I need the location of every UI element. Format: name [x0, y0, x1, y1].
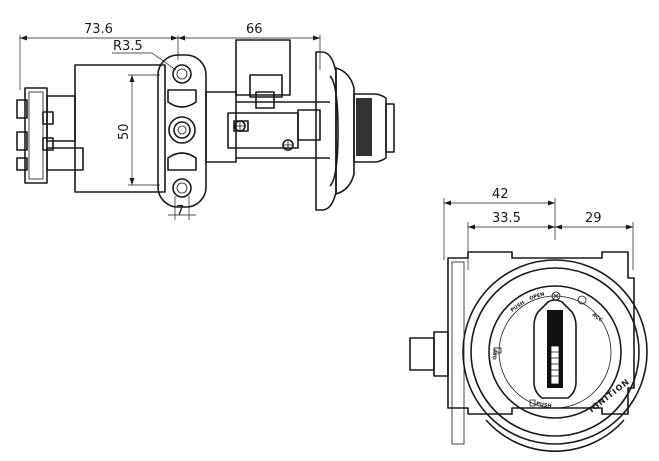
dial-label-off: OFF: [492, 348, 500, 360]
side-bezel: [315, 51, 355, 211]
switch-body: [74, 64, 166, 193]
side-view: 73.6 66 R3.5 50: [16, 22, 395, 220]
dim-label-29: 29: [585, 211, 602, 226]
connector-left: [16, 87, 84, 184]
ring-icon: [577, 295, 587, 305]
dial-label-ignition: IGNITION: [587, 377, 631, 414]
dial-label-open: OPEN: [529, 291, 546, 302]
dial-label-push-bottom: PUSH: [536, 401, 552, 410]
front-bezel-outer: [462, 259, 648, 445]
battery-icon: [493, 347, 502, 354]
front-dial-ring: [488, 285, 622, 419]
dim-label-73-6: 73.6: [84, 22, 113, 37]
dim-label-66: 66: [246, 22, 263, 37]
dial-label-acc: ACC: [591, 312, 604, 324]
side-knob: [353, 93, 395, 163]
dim-label-33-5: 33.5: [492, 211, 521, 226]
dim-label-r3-5: R3.5: [113, 39, 143, 54]
dim-label-50: 50: [117, 123, 132, 140]
dim-front-overall: [443, 198, 556, 260]
front-mount-plate: [447, 251, 635, 415]
dim-label-42: 42: [492, 187, 509, 202]
dim-height: [128, 74, 160, 186]
dim-label-7: 7: [176, 204, 184, 219]
front-shaft-stub: [409, 337, 435, 371]
key-icon: [529, 399, 536, 407]
shaft-assembly: [205, 39, 330, 163]
dim-top-width: [19, 35, 321, 90]
dim-front-split: [467, 222, 634, 270]
front-rotary-knob[interactable]: [533, 299, 577, 399]
front-view: 42 33.5 29 IGNITION OPEN PUSH ACC OFF: [409, 187, 648, 452]
